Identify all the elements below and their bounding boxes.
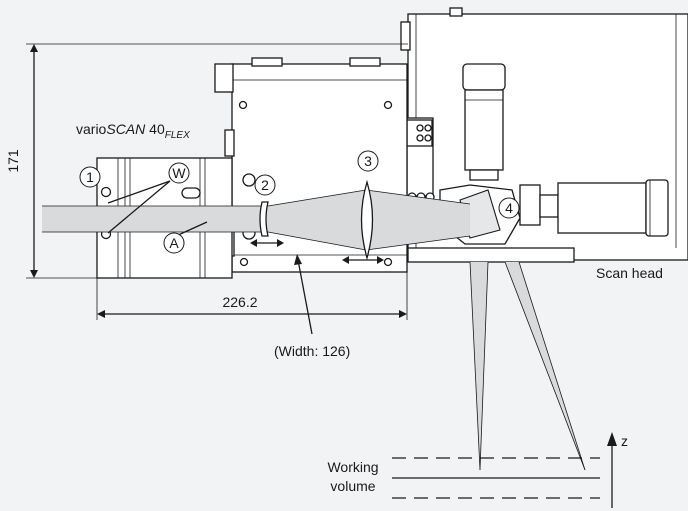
callout-2-label: 2 [261,177,269,193]
length-dimension: 226.2 [96,272,408,320]
lens-2-move-arrow [250,239,284,247]
callout-3-label: 3 [364,153,372,169]
scan-head-label: Scan head [596,265,663,281]
callout-w: W [107,162,190,234]
length-dimension-label: 226.2 [222,294,257,310]
working-volume: Working volume [327,457,600,499]
callout-w-label: W [172,165,186,181]
callout-1-label: 1 [86,169,94,185]
callout-4: 4 [498,197,520,219]
width-note-label: (Width: 126) [274,343,350,359]
callout-a: A [163,221,208,254]
working-volume-label-line1: Working [327,459,378,475]
z-axis-label: z [621,433,628,449]
z-axis: z [607,432,628,508]
product-label-prefix: vario [76,121,107,137]
callout-3: 3 [357,150,379,172]
callout-a-label: A [169,235,179,251]
callout-4-label: 4 [505,200,513,216]
lens-3-move-arrow [342,256,384,264]
callout-1: 1 [79,166,101,188]
callout-2: 2 [254,174,276,196]
height-dimension: 171 [5,43,408,279]
lens-2 [259,201,269,237]
width-note: (Width: 126) [274,254,350,359]
product-label: varioSCAN 40FLEX [76,121,190,141]
laser-beam [42,189,586,471]
galvo-motor-vertical [462,63,506,181]
product-label-size: 40 [145,121,165,137]
product-label-name: SCAN [106,121,146,137]
product-label-subscript: FLEX [165,130,190,141]
lens-3 [360,179,374,261]
height-dimension-label: 171 [5,149,21,173]
galvo-motor-horizontal [519,179,669,237]
working-volume-label-line2: volume [330,478,375,494]
